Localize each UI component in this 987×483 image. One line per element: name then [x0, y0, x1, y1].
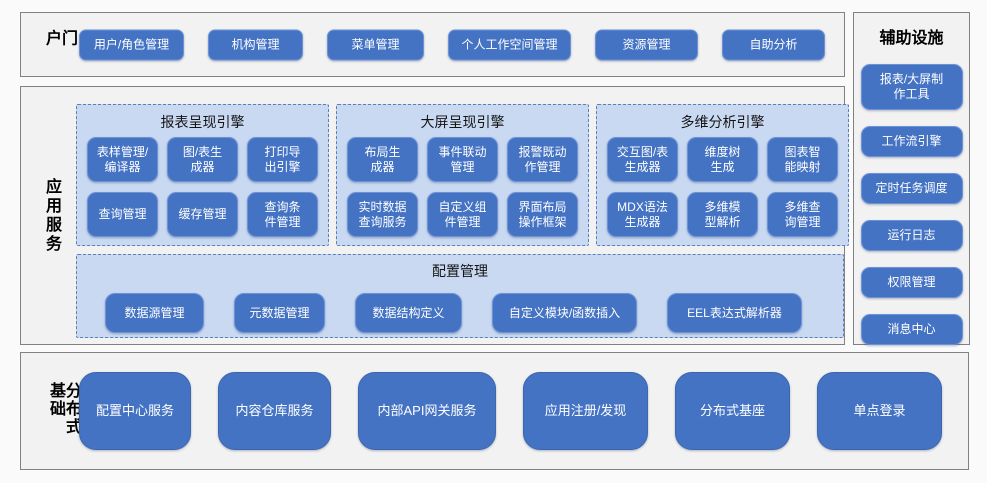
foundation-item: 内部API网关服务 [358, 372, 496, 450]
auxiliary-item: 报表/大屏制 作工具 [860, 64, 963, 110]
portal-item: 机构管理 [208, 29, 303, 60]
engine-item: 多维查 询管理 [767, 192, 838, 237]
portal-item: 自助分析 [722, 29, 825, 60]
engine-panels-row: 报表呈现引擎 表样管理/ 编译器 图/表生 成器 打印导 出引擎 查询管理 缓存… [76, 104, 849, 246]
config-panel: 配置管理 数据源管理 元数据管理 数据结构定义 自定义模块/函数插入 EEL表达… [76, 254, 844, 338]
engine-item: 表样管理/ 编译器 [87, 137, 158, 182]
engine-item: 查询条 件管理 [247, 192, 318, 237]
portal-label: 门户 [43, 28, 76, 48]
engine-panel-olap: 多维分析引擎 交互图/表 生成器 维度树 生成 图表智 能映射 MDX语法 生成… [596, 104, 849, 246]
auxiliary-item: 定时任务调度 [860, 173, 963, 204]
engine-item: 维度树 生成 [687, 137, 758, 182]
foundation-label: 分布式基础 [47, 382, 80, 436]
auxiliary-item: 运行日志 [860, 220, 963, 251]
foundation-item: 内容仓库服务 [218, 372, 331, 450]
foundation-item: 单点登录 [817, 372, 942, 450]
auxiliary-item: 工作流引擎 [860, 126, 963, 157]
config-item: 数据结构定义 [355, 293, 462, 333]
engine-grid: 交互图/表 生成器 维度树 生成 图表智 能映射 MDX语法 生成器 多维模 型… [607, 137, 838, 237]
auxiliary-column: 报表/大屏制 作工具 工作流引擎 定时任务调度 运行日志 权限管理 消息中心 [854, 64, 969, 345]
engine-item: 多维模 型解析 [687, 192, 758, 237]
engine-panel-report: 报表呈现引擎 表样管理/ 编译器 图/表生 成器 打印导 出引擎 查询管理 缓存… [76, 104, 329, 246]
engine-item: 报警既动 作管理 [507, 137, 578, 182]
portal-item: 资源管理 [595, 29, 698, 60]
config-item: 元数据管理 [234, 293, 325, 333]
engine-title: 大屏呈现引擎 [420, 114, 505, 130]
engine-title: 多维分析引擎 [680, 114, 765, 130]
engine-item: 界面布局 操作框架 [507, 192, 578, 237]
engine-item: 布局生 成器 [347, 137, 418, 182]
engine-item: 自定义组 件管理 [427, 192, 498, 237]
config-item: 数据源管理 [105, 293, 204, 333]
engine-item: 实时数据 查询服务 [347, 192, 418, 237]
engine-item: 图表智 能映射 [767, 137, 838, 182]
foundation-item: 应用注册/发现 [523, 372, 648, 450]
portal-item: 用户/角色管理 [79, 29, 184, 60]
config-item: EEL表达式解析器 [667, 293, 802, 333]
auxiliary-title: 辅助设施 [879, 30, 944, 47]
config-title: 配置管理 [432, 263, 488, 279]
engine-item: 事件联动 管理 [427, 137, 498, 182]
app-services-label: 应用服务 [43, 177, 60, 254]
portal-section: 门户 用户/角色管理 机构管理 菜单管理 个人工作空间管理 资源管理 自助分析 [20, 12, 845, 77]
engine-panel-dashboard: 大屏呈现引擎 布局生 成器 事件联动 管理 报警既动 作管理 实时数据 查询服务… [336, 104, 589, 246]
portal-item: 菜单管理 [327, 29, 424, 60]
engine-title: 报表呈现引擎 [160, 114, 245, 130]
auxiliary-item: 权限管理 [860, 267, 963, 298]
config-row: 数据源管理 元数据管理 数据结构定义 自定义模块/函数插入 EEL表达式解析器 [105, 293, 843, 333]
engine-item: 图/表生 成器 [167, 137, 238, 182]
foundation-item: 配置中心服务 [79, 372, 191, 450]
engine-item: 查询管理 [87, 192, 158, 237]
portal-row: 用户/角色管理 机构管理 菜单管理 个人工作空间管理 资源管理 自助分析 [79, 29, 825, 60]
engine-item: MDX语法 生成器 [607, 192, 678, 237]
config-item: 自定义模块/函数插入 [492, 293, 637, 333]
foundation-item: 分布式基座 [675, 372, 790, 450]
foundation-row: 配置中心服务 内容仓库服务 内部API网关服务 应用注册/发现 分布式基座 单点… [79, 372, 942, 450]
portal-item: 个人工作空间管理 [448, 29, 571, 60]
auxiliary-panel: 辅助设施 报表/大屏制 作工具 工作流引擎 定时任务调度 运行日志 权限管理 消… [853, 12, 970, 345]
foundation-section: 分布式基础 配置中心服务 内容仓库服务 内部API网关服务 应用注册/发现 分布… [20, 352, 969, 470]
engine-item: 打印导 出引擎 [247, 137, 318, 182]
engine-item: 缓存管理 [167, 192, 238, 237]
engine-grid: 布局生 成器 事件联动 管理 报警既动 作管理 实时数据 查询服务 自定义组 件… [347, 137, 578, 237]
app-services-section: 应用服务 报表呈现引擎 表样管理/ 编译器 图/表生 成器 打印导 出引擎 查询… [20, 86, 849, 345]
engine-item: 交互图/表 生成器 [607, 137, 678, 182]
auxiliary-item: 消息中心 [860, 314, 963, 345]
engine-grid: 表样管理/ 编译器 图/表生 成器 打印导 出引擎 查询管理 缓存管理 查询条 … [87, 137, 318, 237]
